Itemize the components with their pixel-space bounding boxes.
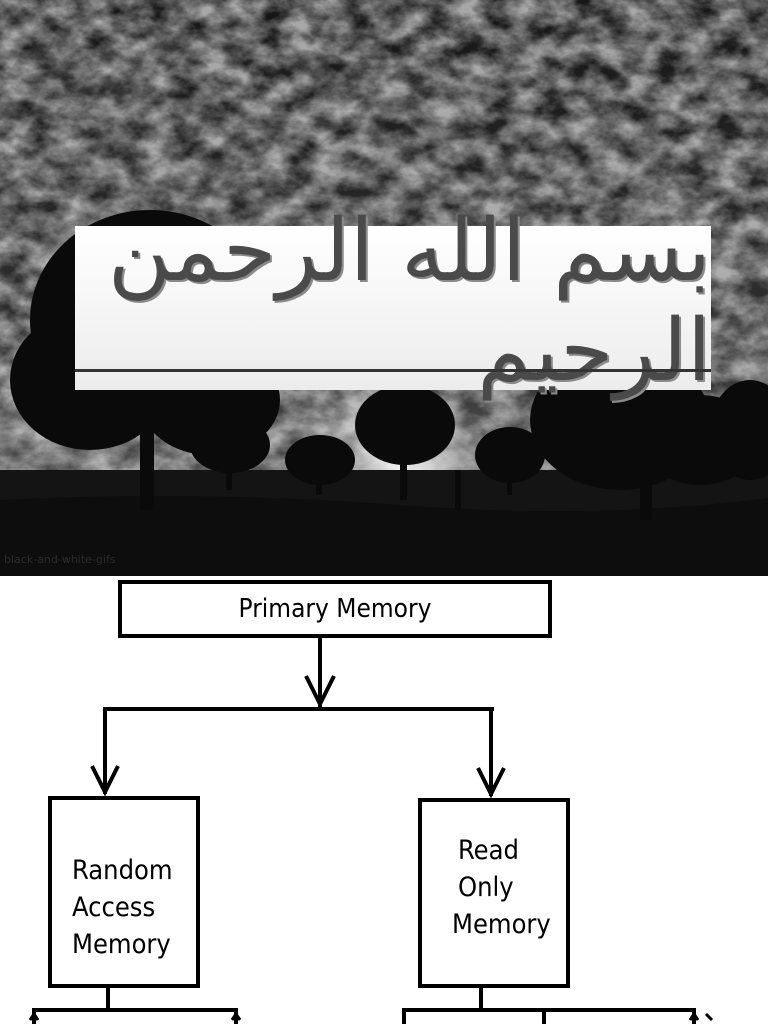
watermark-text: black-and-white-gifs: [4, 553, 116, 566]
rom-label-line-2: Only: [458, 872, 514, 903]
ram-label-line-2: Access: [72, 892, 156, 923]
memory-hierarchy-diagram: Primary Memory Random Access Memory Read…: [0, 576, 768, 1024]
ram-label-line-1: Random: [72, 855, 173, 886]
rom-label-line-1: Read: [458, 835, 519, 866]
arrowhead-down: [90, 765, 120, 797]
primary-memory-label: Primary Memory: [238, 594, 432, 624]
arrowhead-down: [304, 675, 336, 709]
calligraphy-banner: بسم الله الرحمن الرحيم: [75, 201, 711, 401]
rom-label-line-3: Memory: [452, 909, 551, 940]
connector-lines: [28, 636, 714, 1024]
banner-underline: [75, 369, 711, 372]
bismillah-calligraphy: بسم الله الرحمن الرحيم: [107, 201, 711, 401]
ram-label-line-3: Memory: [72, 929, 171, 960]
primary-memory-box: Primary Memory: [118, 580, 552, 638]
arrowhead-down: [476, 767, 506, 799]
read-only-memory-box: Read Only Memory: [418, 798, 570, 988]
random-access-memory-box: Random Access Memory: [48, 796, 200, 988]
